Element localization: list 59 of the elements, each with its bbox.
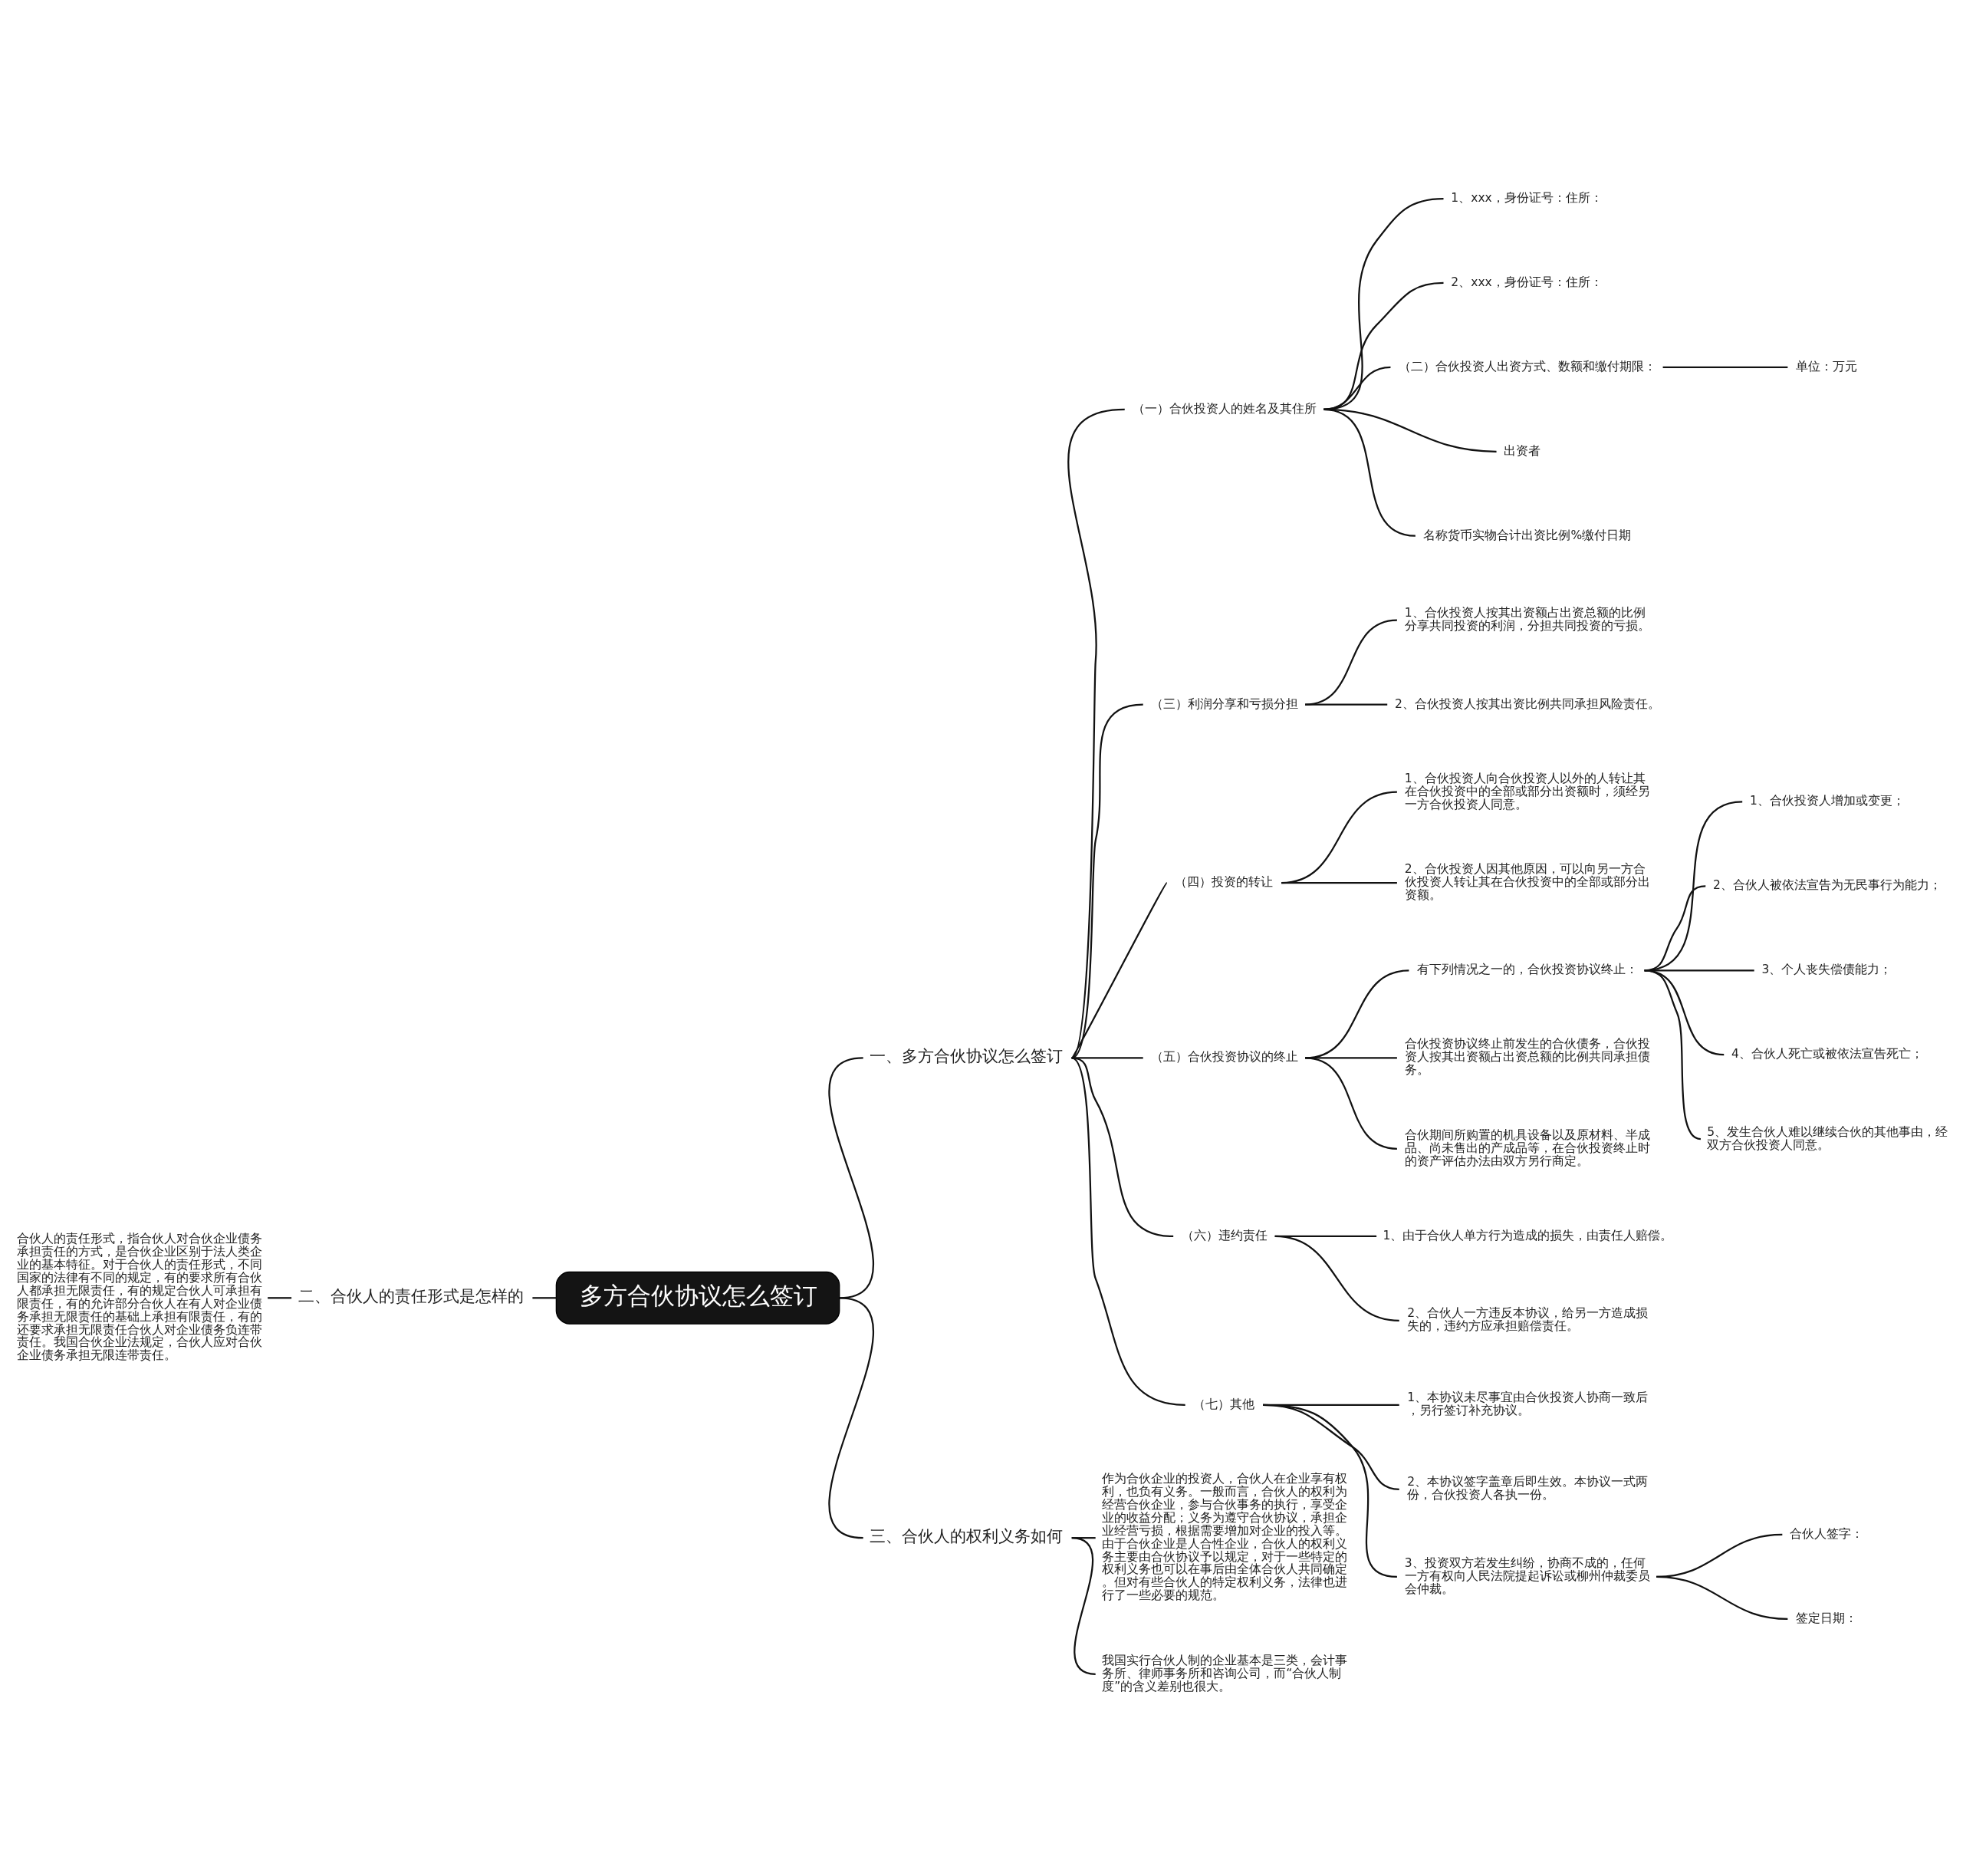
node-text: 一、多方合伙协议怎么签订 (870, 1046, 1064, 1066)
node-text: 签定日期： (1795, 1611, 1857, 1625)
node-text: 3、投资双方若发生纠纷，协商不成的，任何一方有权向人民法院提起诉讼或柳州仲裁委员会仲裁。 (1404, 1555, 1650, 1596)
node-text: （一）合伙投资人的姓名及其住所 (1133, 401, 1317, 416)
connector (1304, 1057, 1398, 1150)
node-text: （五）合伙投资协议的终止 (1150, 1050, 1298, 1065)
connector (1263, 1404, 1398, 1578)
node-text: 1、由于合伙人单方行为造成的损失，由责任人赔偿。 (1383, 1228, 1673, 1242)
connector (1071, 1057, 1143, 1059)
connector (1323, 408, 1416, 537)
connector (1281, 882, 1397, 884)
connector (1281, 791, 1398, 884)
node-text: （六）违约责任 (1181, 1228, 1268, 1242)
node-text: 作为合伙企业的投资人，合伙人在企业享有权利，也负有义务。一般而言，合伙人的权利为经营合伙企业，参与合伙事务的执行，享受企业的收益分配；义务为遵守合伙协议，承担企业经营亏损，根据需要增加对企业的投入等。由于合伙企业是人合性企业，合伙人的权利义务主要由合伙协议予以规定，对于一些特定的权利义务也可以在事后由全体合伙人共同确定。但对有些合伙人的特定权利义务，法律也进行了一些必要的规范。 (1102, 1472, 1348, 1603)
node-text: 2、本协议签字盖章后即生效。本协议一式两份，合伙投资人各执一份。 (1407, 1475, 1649, 1502)
node-text: 2、合伙投资人按其出资比例共同承担风险责任。 (1395, 696, 1660, 711)
connector (1662, 366, 1788, 368)
connector (1071, 1537, 1096, 1675)
node-box: 多方合伙协议怎么签订 (555, 1271, 840, 1325)
connector (828, 1297, 874, 1539)
node-text: 2、合伙投资人因其他原因，可以向另一方合伙投资人转让其在合伙投资中的全部或部分出资额。 (1404, 862, 1650, 902)
node-text: 有下列情况之一的，合伙投资协议终止： (1416, 963, 1638, 977)
node-text: 名称货币实物合计出资比例%缴付日期 (1423, 528, 1632, 542)
connector (1071, 703, 1143, 1059)
node-text: 4、合伙人死亡或被依法宣告死亡； (1731, 1047, 1923, 1061)
node-text: 合伙人签字： (1790, 1526, 1864, 1541)
node-text: 二、合伙人的责任形式是怎样的 (298, 1286, 524, 1306)
connector (1274, 1235, 1399, 1322)
node-text: 合伙投资协议终止前发生的合伙债务，合伙投资人按其出资额占出资总额的比例共同承担债务。 (1404, 1037, 1650, 1078)
connector (1305, 703, 1388, 706)
node-text: 5、发生合伙人难以继续合伙的其他事由，经双方合伙投资人同意。 (1707, 1124, 1948, 1152)
node-text: 出资者 (1504, 443, 1541, 458)
connector (1304, 619, 1398, 706)
connector (1071, 1057, 1185, 1406)
node-text: 合伙期间所购置的机具设备以及原材料、半成品、尚未售出的产成品等，在合伙投资终止时的资产评估办法由双方另行商定。 (1404, 1127, 1650, 1168)
node-text: （三）利润分享和亏损分担 (1150, 696, 1298, 711)
node-text: （四）投资的转让 (1175, 875, 1274, 890)
node-text: 1、本协议未尽事宜由合伙投资人协商一致后，另行签订补充协议。 (1407, 1391, 1649, 1418)
connector (532, 1297, 557, 1299)
node-text: （二）合伙投资人出资方式、数额和缴付期限： (1399, 359, 1657, 374)
node-text: 2、合伙人被依法宣告为无民事行为能力； (1713, 878, 1942, 893)
connector (1656, 1575, 1788, 1620)
node-text: 合伙人的责任形式，指合伙人对合伙企业债务承担责任的方式，是合伙企业区别于法人类企业的基本特征。对于合伙人的责任形式，不同国家的法律有不同的规定，有的要求所有合伙人都承担无限责任，有的规定合伙人可承担有限责任，有的允许部分合伙人在有人对企业债务承担无限责任的基础上承担有限责任，有的还要求承担无限责任合伙人对企业债务负连带责任。我国合伙企业法规定，合伙人应对合伙企业债务承担无限连带责任。 (17, 1232, 263, 1363)
node-text: 1、合伙投资人增加或变更； (1750, 794, 1905, 808)
connector (1070, 882, 1168, 1059)
connector (1644, 969, 1702, 1140)
node-text: 2、合伙人一方违反本协议，给另一方造成损失的，违约方应承担赔偿责任。 (1407, 1306, 1649, 1334)
connector (828, 1057, 874, 1299)
node-text: 2、xxx，身份证号：住所： (1451, 275, 1603, 289)
connector (268, 1297, 292, 1299)
node-text: 1、合伙投资人按其出资额占出资总额的比例分享共同投资的利润，分担共同投资的亏损。 (1404, 606, 1650, 634)
node-text: （七）其他 (1193, 1397, 1255, 1411)
node-text: 单位：万元 (1795, 359, 1857, 374)
node-text: 3、个人丧失偿债能力； (1761, 963, 1892, 977)
node-text: 我国实行合伙人制的企业基本是三类，会计事务所、律师事务所和咨询公司，而“合伙人制度”的含义差别也很大。 (1102, 1653, 1348, 1693)
node-text: 1、合伙投资人向合伙投资人以外的人转让其在合伙投资中的全部或部分出资额时，须经另一方合伙投资人同意。 (1404, 771, 1650, 811)
node-text: 1、xxx，身份证号：住所： (1451, 190, 1603, 205)
node-text: 三、合伙人的权利义务如何 (870, 1526, 1064, 1546)
connector (1071, 1057, 1174, 1238)
